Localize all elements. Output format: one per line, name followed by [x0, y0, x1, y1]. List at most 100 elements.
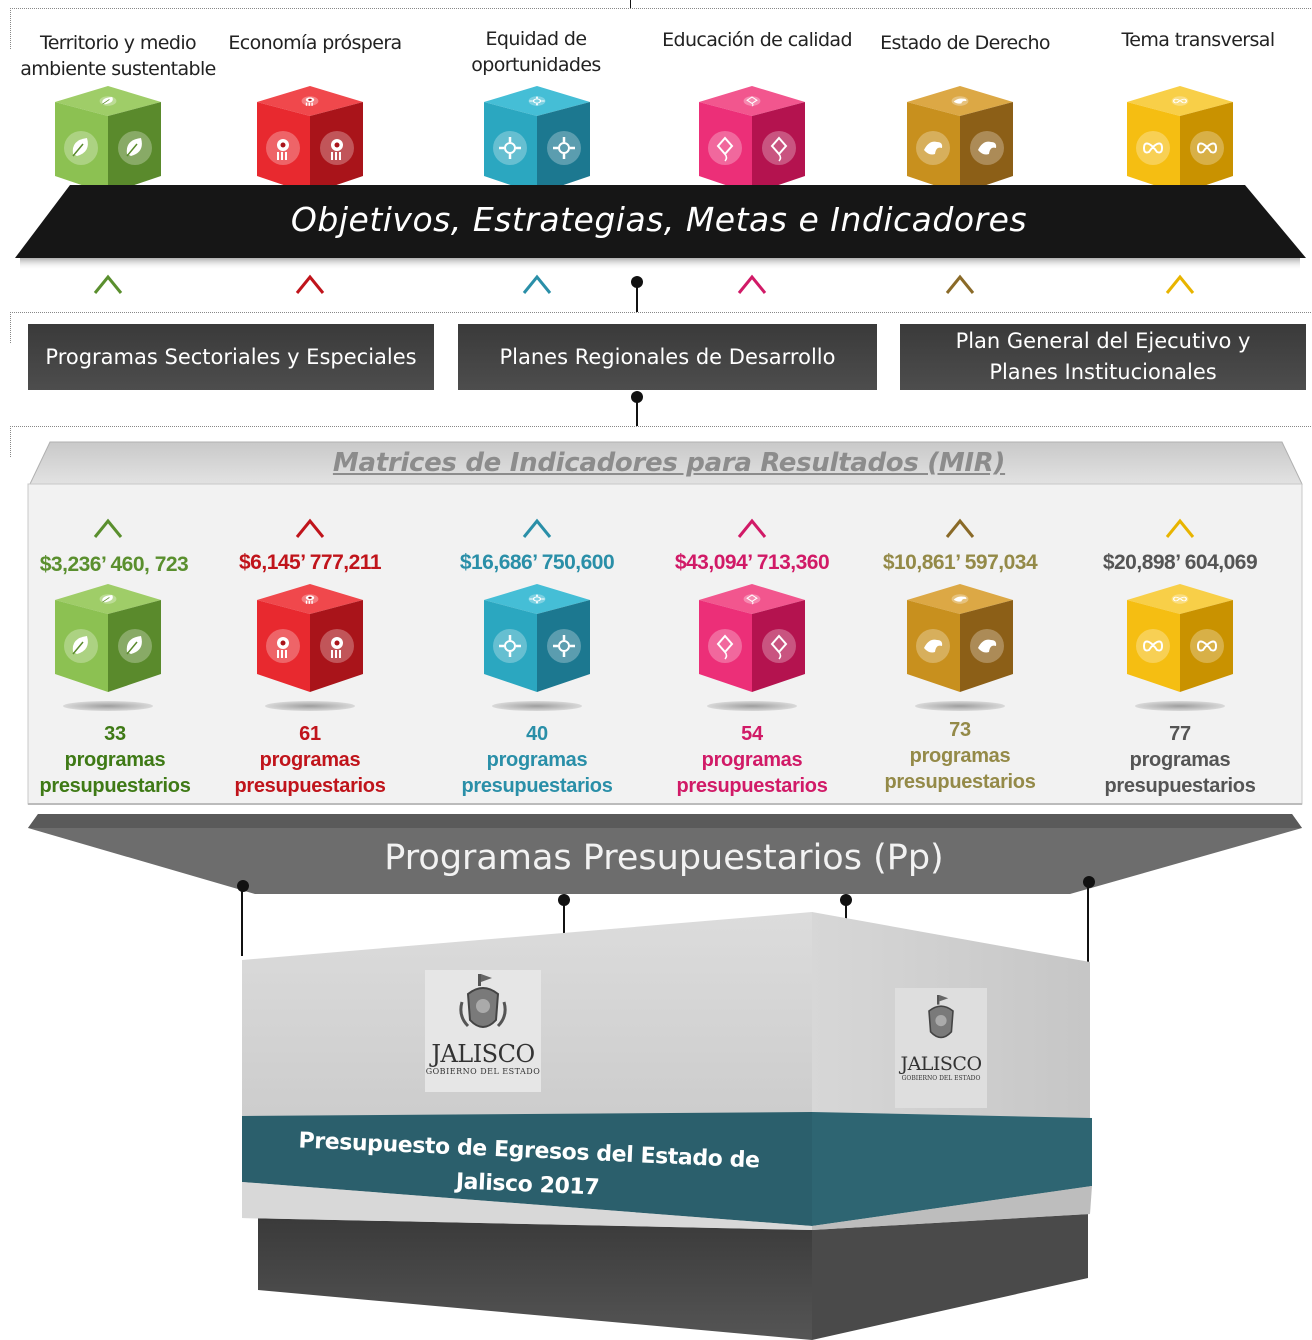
- amount-equidad: $16,686’ 750,600: [459, 551, 615, 574]
- connector-line: [636, 400, 638, 426]
- cube-derecho: [905, 84, 1015, 201]
- title-line: oportunidades: [471, 54, 601, 76]
- program-count-label: presupuestarios: [234, 775, 386, 797]
- jalisco-logo-front: JALISCO GOBIERNO DEL ESTADO: [425, 972, 541, 1076]
- cube-educacion: [697, 84, 807, 201]
- amount-economia: $6,145’ 777,211: [239, 551, 382, 574]
- chevron-up-icon: [521, 516, 553, 540]
- program-count-number: 40: [526, 723, 548, 745]
- cube-equidad: [482, 84, 592, 201]
- chevron-up-icon: [294, 272, 326, 296]
- program-count-label: presupuestarios: [676, 775, 828, 797]
- logo-subtitle: GOBIERNO DEL ESTADO: [901, 1075, 981, 1082]
- connector-line: [1087, 884, 1089, 962]
- program-count-transversal: 77 programas presupuestarios: [1080, 721, 1280, 799]
- programas-banner-text: Programas Presupuestarios (Pp): [384, 838, 944, 878]
- programas-banner-shape: [28, 814, 1302, 894]
- coat-of-arms-icon: [459, 974, 507, 1028]
- title-line: Equidad de: [485, 28, 588, 50]
- connector-pin: [1083, 876, 1095, 888]
- program-count-territorio: 33 programas presupuestarios: [15, 721, 215, 799]
- mir-title: Matrices de Indicadores para Resultados …: [332, 448, 1006, 478]
- chevron-up-icon: [944, 272, 976, 296]
- chevron-up-icon: [521, 272, 553, 296]
- column-title-equidad: Equidad de oportunidades: [436, 26, 636, 78]
- plan-sectorial-label: Programas Sectoriales y Especiales: [45, 345, 417, 369]
- chevron-up-icon: [944, 516, 976, 540]
- column-title-educacion: Educación de calidad: [657, 27, 857, 53]
- chevron-up-icon: [294, 516, 326, 540]
- plan-general-label-1: Plan General del Ejecutivo y: [955, 329, 1251, 353]
- program-count-label: presupuestarios: [884, 771, 1036, 793]
- cube-transversal: [1125, 84, 1235, 201]
- program-count-label: programas: [486, 749, 588, 771]
- top-bracket: [10, 8, 1312, 49]
- connector-line: [241, 888, 243, 956]
- amount-transversal: $20,898’ 604,069: [1102, 551, 1258, 574]
- program-count-number: 33: [104, 723, 126, 745]
- chevron-up-icon: [1164, 516, 1196, 540]
- connector-pin: [237, 880, 249, 892]
- budget-box: [242, 912, 1092, 1340]
- program-count-label: presupuestarios: [39, 775, 191, 797]
- chevron-up-icon: [92, 516, 124, 540]
- title-line: Tema transversal: [1121, 29, 1275, 51]
- coat-of-arms-icon: [928, 995, 954, 1039]
- amount-territorio: $3,236’ 460, 723: [39, 553, 189, 576]
- connector-line: [636, 286, 638, 312]
- connector-line: [845, 904, 847, 920]
- plan-regional: Planes Regionales de Desarrollo: [458, 324, 877, 390]
- objectives-banner-shape: [15, 185, 1306, 270]
- mir-bracket: [10, 426, 1312, 457]
- chevron-up-icon: [1164, 272, 1196, 296]
- amount-educacion: $43,094’ 713,360: [674, 551, 830, 574]
- column-title-transversal: Tema transversal: [1098, 27, 1298, 53]
- program-count-label: programas: [1129, 749, 1231, 771]
- plan-regional-label: Planes Regionales de Desarrollo: [499, 345, 836, 369]
- amount-derecho: $10,861’ 597,034: [882, 551, 1038, 574]
- chevron-up-icon: [92, 272, 124, 296]
- mir-box: [27, 441, 1303, 805]
- program-count-label: presupuestarios: [1104, 775, 1256, 797]
- connector-line: [563, 904, 565, 936]
- title-line: Educación de calidad: [662, 29, 852, 51]
- column-title-derecho: Estado de Derecho: [865, 30, 1065, 56]
- chevron-up-icon: [736, 272, 768, 296]
- cube-economia: [255, 84, 365, 201]
- program-count-equidad: 40 programas presupuestarios: [437, 721, 637, 799]
- plan-general: Plan General del Ejecutivo y Planes Inst…: [900, 324, 1306, 390]
- connector-pin: [631, 276, 643, 288]
- cube-territorio: [53, 84, 163, 201]
- program-count-number: 61: [299, 723, 321, 745]
- plans-bracket: [10, 312, 1312, 343]
- connector-pin: [558, 894, 570, 906]
- program-count-educacion: 54 programas presupuestarios: [652, 721, 852, 799]
- program-count-label: programas: [701, 749, 803, 771]
- mir-cube-equidad: [482, 582, 592, 711]
- mir-cube-derecho: [905, 582, 1015, 711]
- program-count-label: programas: [259, 749, 361, 771]
- program-count-number: 73: [949, 719, 971, 741]
- objectives-banner-text: Objetivos, Estrategias, Metas e Indicado…: [290, 200, 1028, 239]
- connector-pin: [631, 391, 643, 403]
- title-line: ambiente sustentable: [20, 58, 216, 80]
- connector-pin: [840, 894, 852, 906]
- mir-cube-economia: [255, 582, 365, 711]
- program-count-economia: 61 programas presupuestarios: [210, 721, 410, 799]
- program-count-label: programas: [909, 745, 1011, 767]
- jalisco-logo-side: JALISCO GOBIERNO DEL ESTADO: [895, 990, 987, 1082]
- mir-cube-educacion: [697, 582, 807, 711]
- column-title-territorio: Territorio y medio ambiente sustentable: [18, 30, 218, 82]
- program-count-derecho: 73 programas presupuestarios: [860, 717, 1060, 795]
- program-count-number: 77: [1169, 723, 1191, 745]
- logo-name: JALISCO: [431, 1040, 535, 1068]
- logo-subtitle: GOBIERNO DEL ESTADO: [425, 1067, 541, 1076]
- title-line: Estado de Derecho: [880, 32, 1050, 54]
- program-count-label: programas: [64, 749, 166, 771]
- logo-name: JALISCO: [900, 1053, 982, 1075]
- program-count-number: 54: [741, 723, 763, 745]
- program-count-label: presupuestarios: [461, 775, 613, 797]
- mir-cube-transversal: [1125, 582, 1235, 711]
- title-line: Economía próspera: [228, 32, 402, 54]
- plan-sectorial: Programas Sectoriales y Especiales: [28, 324, 434, 390]
